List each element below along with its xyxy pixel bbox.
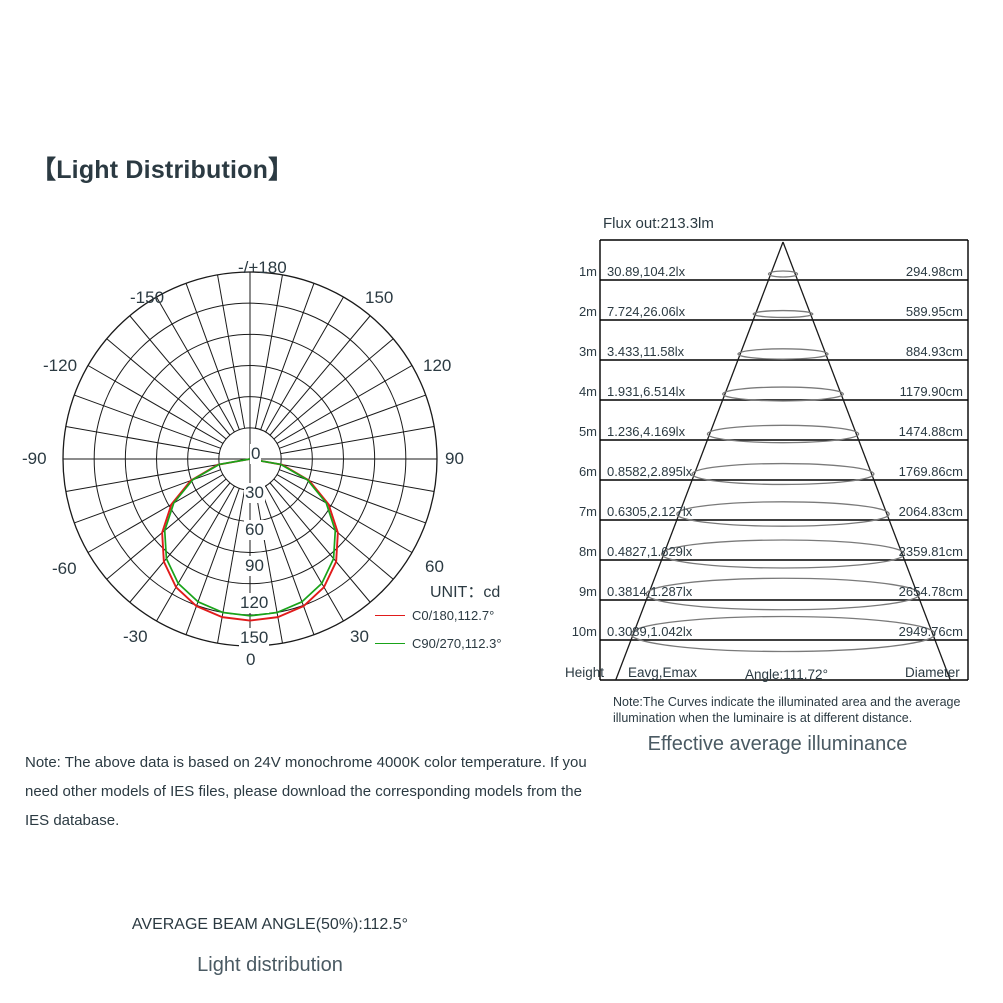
table-cell-height: 1m xyxy=(578,264,597,279)
table-cell-height: 3m xyxy=(578,344,597,359)
illuminance-note: Note:The Curves indicate the illuminated… xyxy=(613,695,961,725)
polar-angle-label: 60 xyxy=(425,557,444,576)
legend-swatch-green xyxy=(375,643,405,644)
polar-angle-label: 0 xyxy=(246,650,256,669)
legend-item-c0-180: C0/180,112.7° xyxy=(375,608,494,623)
legend-swatch-red xyxy=(375,615,405,616)
illuminated-area-ellipse xyxy=(645,577,921,611)
polar-angle-label: 30 xyxy=(350,627,369,646)
table-cell-eavg-emax: 30.89,104.2lx xyxy=(607,264,686,279)
table-cell-eavg-emax: 0.8582,2.895lx xyxy=(607,464,693,479)
illuminated-area-ellipse xyxy=(752,309,814,319)
page-title: 【Light Distribution】 xyxy=(31,156,294,184)
unit-label: UNIT：cd xyxy=(430,584,501,601)
illuminated-area-ellipse xyxy=(722,386,844,402)
illuminated-area-ellipse xyxy=(767,270,799,278)
table-cell-diameter: 1474.88cm xyxy=(898,424,963,439)
illuminated-area-ellipse xyxy=(676,501,890,527)
column-header-height: Height xyxy=(565,665,605,680)
illuminated-area-ellipse xyxy=(660,539,906,569)
legend-label-c0-180: C0/180,112.7° xyxy=(412,608,495,623)
polar-light-distribution-chart: -/+180 -150 150 -120 120 -90 90 -60 60 -30 30 0 0 30… xyxy=(20,250,520,976)
table-cell-height: 8m xyxy=(578,544,597,559)
table-cell-height: 2m xyxy=(578,304,597,319)
illuminance-cone-svg xyxy=(599,239,969,681)
ies-database-note: Note: The above data is based on 24V mon… xyxy=(25,754,587,829)
table-cell-diameter: 294.98cm xyxy=(905,264,963,279)
polar-angle-label: -30 xyxy=(123,627,148,646)
light-distribution-caption: Light distribution xyxy=(197,954,343,976)
table-cell-diameter: 1769.86cm xyxy=(898,464,963,479)
table-cell-diameter: 884.93cm xyxy=(905,344,963,359)
polar-curve-c0-180 xyxy=(161,458,339,622)
polar-ring-label: 30 xyxy=(244,483,265,503)
table-cell-height: 9m xyxy=(578,584,597,599)
illuminated-area-ellipse xyxy=(630,615,936,653)
flux-out-label: Flux out:213.3lm xyxy=(603,215,714,232)
effective-illuminance-caption: Effective average illuminance xyxy=(647,733,908,755)
polar-angle-label: -90 xyxy=(22,449,47,468)
table-cell-eavg-emax: 0.3089,1.042lx xyxy=(607,624,693,639)
polar-angle-label: 90 xyxy=(445,449,464,468)
polar-angle-label: -120 xyxy=(43,356,78,375)
table-cell-eavg-emax: 0.6305,2.127lx xyxy=(607,504,693,519)
polar-grid-svg xyxy=(62,271,438,647)
table-cell-eavg-emax: 1.236,4.169lx xyxy=(607,424,686,439)
polar-ring-label: 60 xyxy=(244,520,265,540)
table-cell-height: 6m xyxy=(578,464,597,479)
table-cell-diameter: 2949.76cm xyxy=(898,624,963,639)
legend-label-c90-270: C90/270,112.3° xyxy=(412,636,502,651)
table-cell-height: 4m xyxy=(578,384,597,399)
table-cell-eavg-emax: 3.433,11.58lx xyxy=(607,344,685,359)
table-cell-eavg-emax: 0.4827,1.629lx xyxy=(607,544,693,559)
table-cell-diameter: 2064.83cm xyxy=(898,504,963,519)
table-cell-eavg-emax: 1.931,6.514lx xyxy=(607,384,686,399)
table-cell-diameter: 1179.90cm xyxy=(899,384,963,399)
table-cell-height: 5m xyxy=(578,424,597,439)
polar-ring-label: 0 xyxy=(250,444,262,464)
polar-ring-label: 90 xyxy=(244,556,265,576)
average-beam-angle-text: AVERAGE BEAM ANGLE(50%):112.5° xyxy=(131,916,409,933)
polar-angle-label: 120 xyxy=(423,356,452,375)
illuminated-area-ellipse xyxy=(737,348,829,360)
polar-ring-label: 150 xyxy=(239,628,270,648)
polar-angle-label: -60 xyxy=(52,559,77,578)
table-cell-diameter: 2654.78cm xyxy=(898,584,963,599)
column-header-diameter: Diameter xyxy=(905,665,960,680)
table-cell-eavg-emax: 0.3814,1.287lx xyxy=(607,584,693,599)
table-cell-height: 10m xyxy=(571,624,597,639)
polar-angle-label: 150 xyxy=(365,288,394,307)
effective-illuminance-diagram: Flux out:213.3lm 1m 30.89,104.2lx 294.98cm… xyxy=(565,215,990,760)
column-header-eavg-emax: Eavg,Emax xyxy=(628,665,698,680)
polar-curve-c90-270 xyxy=(163,458,337,617)
polar-ring-label: 120 xyxy=(239,593,270,613)
table-cell-diameter: 589.95cm xyxy=(905,304,963,319)
illuminated-area-ellipse xyxy=(691,462,875,486)
legend-item-c90-270: C90/270,112.3° xyxy=(375,636,502,651)
polar-angle-label: -150 xyxy=(130,288,165,307)
polar-angle-label: -/+180 xyxy=(238,258,287,277)
table-cell-diameter: 2359.81cm xyxy=(898,544,963,559)
beam-angle-label: Angle:111.72° xyxy=(745,667,828,682)
table-cell-eavg-emax: 7.724,26.06lx xyxy=(607,304,686,319)
table-cell-height: 7m xyxy=(578,504,597,519)
illuminated-area-ellipse xyxy=(706,424,860,444)
